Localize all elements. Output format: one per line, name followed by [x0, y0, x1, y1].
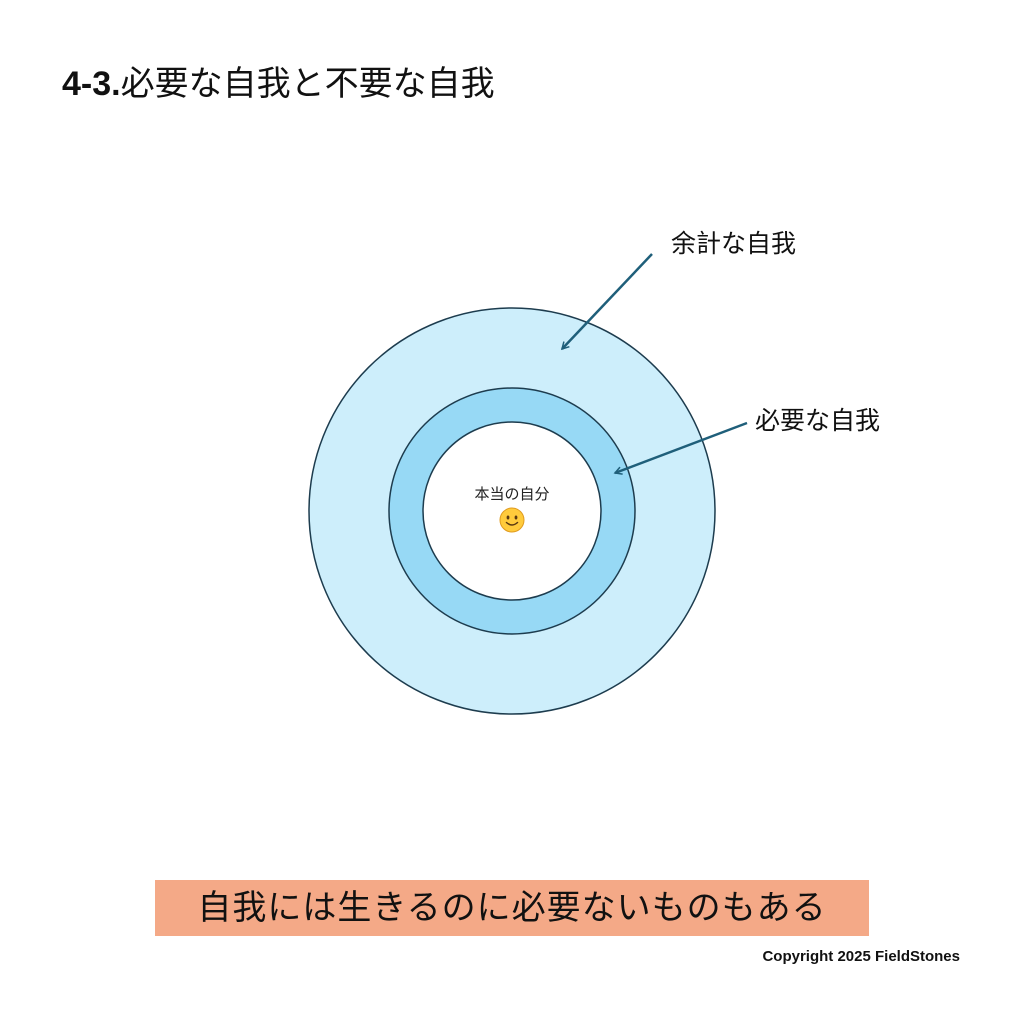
- middle-arrow: [615, 421, 748, 473]
- banner-text: 自我には生きるのに必要ないものもある: [197, 888, 827, 928]
- smiley-face-icon: [499, 507, 525, 533]
- true-self: 本当の自分: [452, 484, 572, 533]
- copyright-notice: Copyright 2025 FieldStones: [762, 948, 960, 965]
- outer-ego-label: 余計な自我: [671, 229, 797, 258]
- title-text: 必要な自我と不要な自我: [120, 64, 495, 104]
- necessary-ego-label: 必要な自我: [755, 406, 881, 435]
- true-self-label: 本当の自分: [474, 485, 550, 503]
- page-title: 4-3.必要な自我と不要な自我: [62, 62, 495, 106]
- message-banner: 自我には生きるのに必要ないものもある: [155, 880, 869, 936]
- outer-arrow: [562, 253, 653, 349]
- title-number: 4-3.: [62, 65, 121, 103]
